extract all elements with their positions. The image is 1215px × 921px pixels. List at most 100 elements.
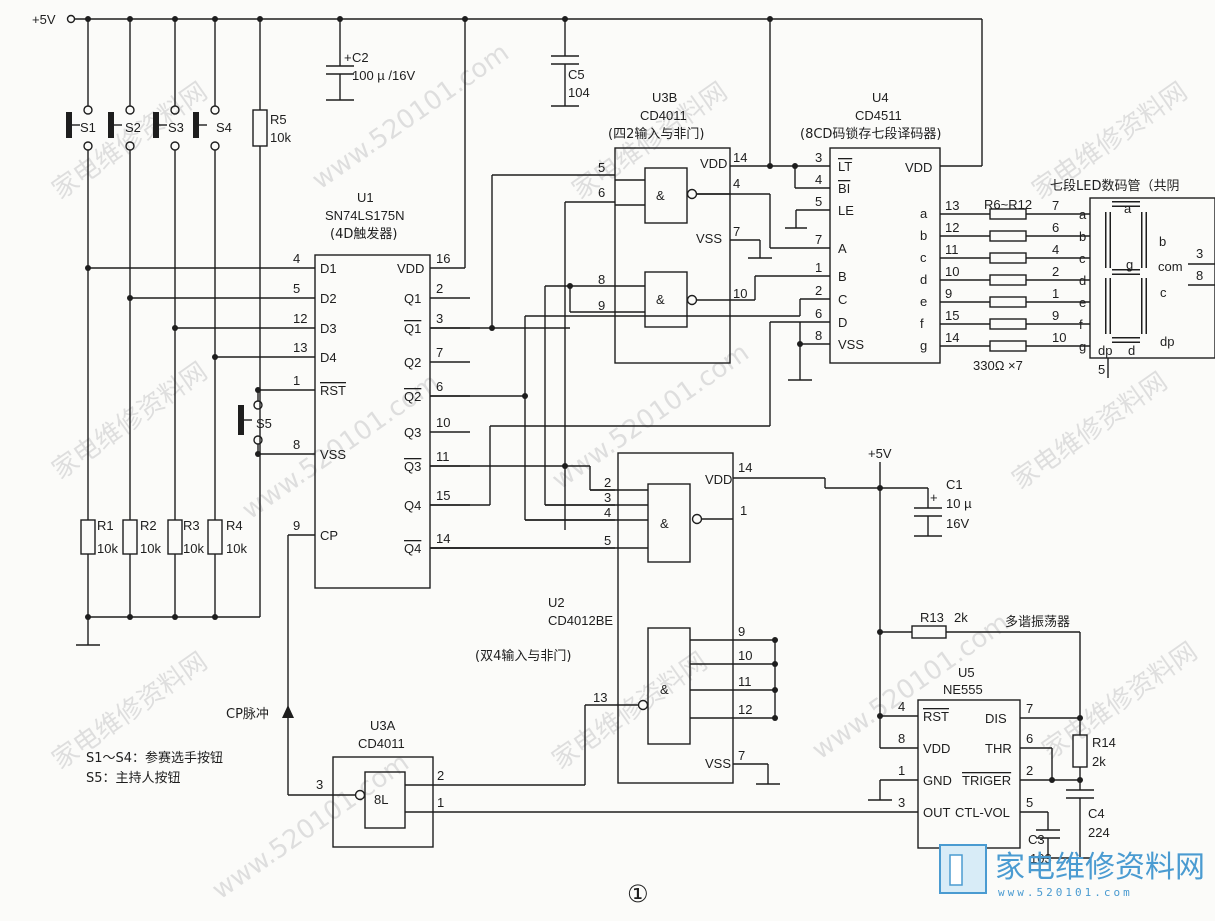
u1-pin-number: 11 (436, 449, 450, 464)
u2-out-b: 13 (593, 690, 607, 705)
u1-pin-name: CP (320, 528, 338, 543)
switch-column-s3: S3 R3 10k (153, 19, 204, 617)
resistor (989, 340, 1027, 352)
u5-pin-number: 2 (1026, 763, 1033, 778)
u1-pin-number: 2 (436, 281, 443, 296)
seg-c-label: c (1160, 285, 1167, 300)
u4-output-name: c (920, 250, 927, 265)
u2-pin-number: 4 (604, 505, 611, 520)
u5-part: NE555 (943, 682, 983, 697)
vcc-label: +5V (32, 12, 56, 27)
chip-u2: U2 CD4012BE (双4输入与非门) VDD 14 VSS 7 & 1 2… (430, 452, 880, 786)
u3b-pin7: 7 (733, 224, 740, 239)
r4-value: 10k (226, 541, 247, 556)
u4-pin-number: 1 (815, 260, 822, 275)
u4-output-number: 9 (945, 286, 952, 301)
display-input-label: a (1079, 207, 1087, 222)
u1-pin-number: 13 (293, 340, 307, 355)
u1-pin-number: 3 (436, 311, 443, 326)
u3b-desc: (四2输入与非门) (608, 126, 704, 142)
u2-pin-number: 12 (738, 702, 752, 717)
u5-pin-name: OUT (923, 805, 951, 820)
u2-gate1-symbol: & (660, 516, 669, 531)
u4-pin-name: B (838, 269, 847, 284)
u4-pin-number: 5 (815, 194, 822, 209)
chip-u3a: U3A CD4011 8L 3 2 1 CP脉冲 (226, 534, 444, 848)
u5-pin-number: 3 (898, 795, 905, 810)
note-line2: S5：主持人按钮 (86, 771, 181, 786)
u1-pin-name: Q4 (404, 541, 421, 556)
u3a-pin3: 3 (316, 777, 323, 792)
resistor-r5-switch-s5: R5 10k S5 (238, 19, 291, 617)
u3b-gate2-symbol: & (656, 292, 665, 307)
u1-pin-number: 10 (436, 415, 450, 430)
display-pin8: 8 (1196, 268, 1203, 283)
u1-pin-name: Q3 (404, 425, 421, 440)
u1-pin-number: 9 (293, 518, 300, 533)
u1-pin-name: Q3 (404, 459, 421, 474)
u4-pin-number: 3 (815, 150, 822, 165)
u2-ref: U2 (548, 595, 565, 610)
u2-part: CD4012BE (548, 613, 613, 628)
u2-pin-number: 3 (604, 490, 611, 505)
u3b-gate1-symbol: & (656, 188, 665, 203)
display-input-label: b (1079, 229, 1086, 244)
c2-plus: + (344, 50, 352, 65)
c3-name: C3 (1028, 832, 1045, 847)
u3a-gate-symbol: 8L (374, 792, 388, 807)
seg-com-label: com (1158, 259, 1183, 274)
c4-value: 224 (1088, 825, 1110, 840)
u1-pin-name: Q1 (404, 321, 421, 336)
s2-label: S2 (125, 120, 141, 135)
display-input-label: g (1079, 339, 1086, 354)
u5-pin-name: GND (923, 773, 952, 788)
brand-logo-icon (939, 844, 987, 894)
u1-pin-number: 4 (293, 251, 300, 266)
u1-pin-name: D3 (320, 321, 337, 336)
cp-pulse-label: CP脉冲 (226, 707, 269, 722)
resistor (989, 274, 1027, 286)
u4-output-name: g (920, 338, 927, 353)
switch-column-s1: S1 R1 10k (66, 19, 118, 617)
u5-ref: U5 (958, 665, 975, 680)
c1-value2: 16V (946, 516, 969, 531)
u3b-vdd: VDD (700, 156, 727, 171)
s5-label: S5 (256, 416, 272, 431)
u1-pin-name: D4 (320, 350, 337, 365)
u1-ref: U1 (357, 190, 374, 205)
u4-output-number: 10 (945, 264, 959, 279)
u4-output-number: 14 (945, 330, 959, 345)
u4-pin-number: 8 (815, 328, 822, 343)
u4-ref: U4 (872, 90, 889, 105)
u1-pin-name: RST (320, 383, 346, 398)
r4-name: R4 (226, 518, 243, 533)
u5-pin-number: 1 (898, 763, 905, 778)
u4-output-name: a (920, 206, 928, 221)
u3b-pin6: 6 (598, 185, 605, 200)
u5-pin-name: TRIGER (962, 773, 1011, 788)
u2-pin-number: 11 (738, 674, 752, 689)
u3b-pin5: 5 (598, 160, 605, 175)
u4-output-name: f (920, 316, 924, 331)
r13-name: R13 (920, 610, 944, 625)
note-line1: S1～S4：参赛选手按钮 (86, 750, 223, 766)
seg-dp-label: dp (1098, 343, 1112, 358)
vcc2-label: +5V (868, 446, 892, 461)
display-pin-number: 10 (1052, 330, 1066, 345)
u4-desc: (8CD码锁存七段译码器) (800, 126, 942, 142)
u1-desc: (4D触发器) (330, 226, 397, 242)
u3b-pin4: 4 (733, 176, 740, 191)
brand-logo: 家电维修资料网 www.520101.com (939, 844, 1205, 899)
seg-a-label: a (1124, 201, 1132, 216)
u3b-ref: U3B (652, 90, 677, 105)
c5-name: C5 (568, 67, 585, 82)
u4-output-number: 12 (945, 220, 959, 235)
watermark-text: 家电维修资料网 (1037, 637, 1203, 766)
